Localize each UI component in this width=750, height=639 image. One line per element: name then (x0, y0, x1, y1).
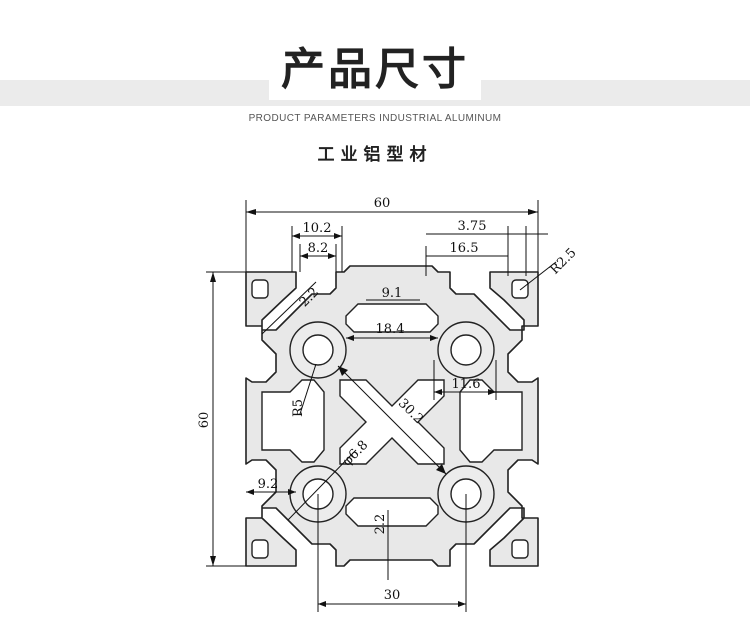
bottom-cavity (345, 497, 439, 527)
dim-corner-offset: 3.75 (458, 219, 487, 234)
corner-box-br (511, 539, 529, 559)
left-cavity (261, 379, 325, 463)
product-name: 工业铝型材 (317, 145, 433, 165)
right-cavity (459, 379, 523, 463)
title-background (269, 36, 481, 100)
dim-slot-outer: 10.2 (303, 221, 332, 236)
dim-slot-inner: 8.2 (308, 241, 329, 256)
dim-height: 60 (197, 412, 212, 429)
aluminum-profile (245, 265, 539, 567)
hole-tl (302, 334, 334, 366)
page-title: 产品尺寸 (281, 44, 469, 95)
center-cavity (345, 303, 439, 333)
dim-bottom-wall: 2.2 (373, 514, 388, 535)
corner-box-tr (511, 279, 529, 299)
dim-slot-depth: 16.5 (450, 241, 479, 256)
hole-tr (450, 334, 482, 366)
corner-box-bl (251, 539, 269, 559)
dim-core-radius: R5 (291, 399, 306, 417)
page-subtitle: PRODUCT PARAMETERS INDUSTRIAL ALUMINUM (248, 113, 502, 124)
dim-center-gap: 18.4 (376, 322, 405, 337)
dim-side-slot: 9.2 (258, 477, 279, 492)
dim-core-width: 11.6 (452, 377, 481, 392)
corner-box-tl (251, 279, 269, 299)
dim-width: 60 (374, 196, 391, 211)
dimension-arrows (210, 209, 538, 607)
middle-cavity (339, 379, 445, 465)
dim-corner-radius: R2.5 (547, 245, 579, 277)
dim-top-slot: 9.1 (382, 286, 403, 301)
dim-hole-spacing: 30 (384, 588, 401, 603)
